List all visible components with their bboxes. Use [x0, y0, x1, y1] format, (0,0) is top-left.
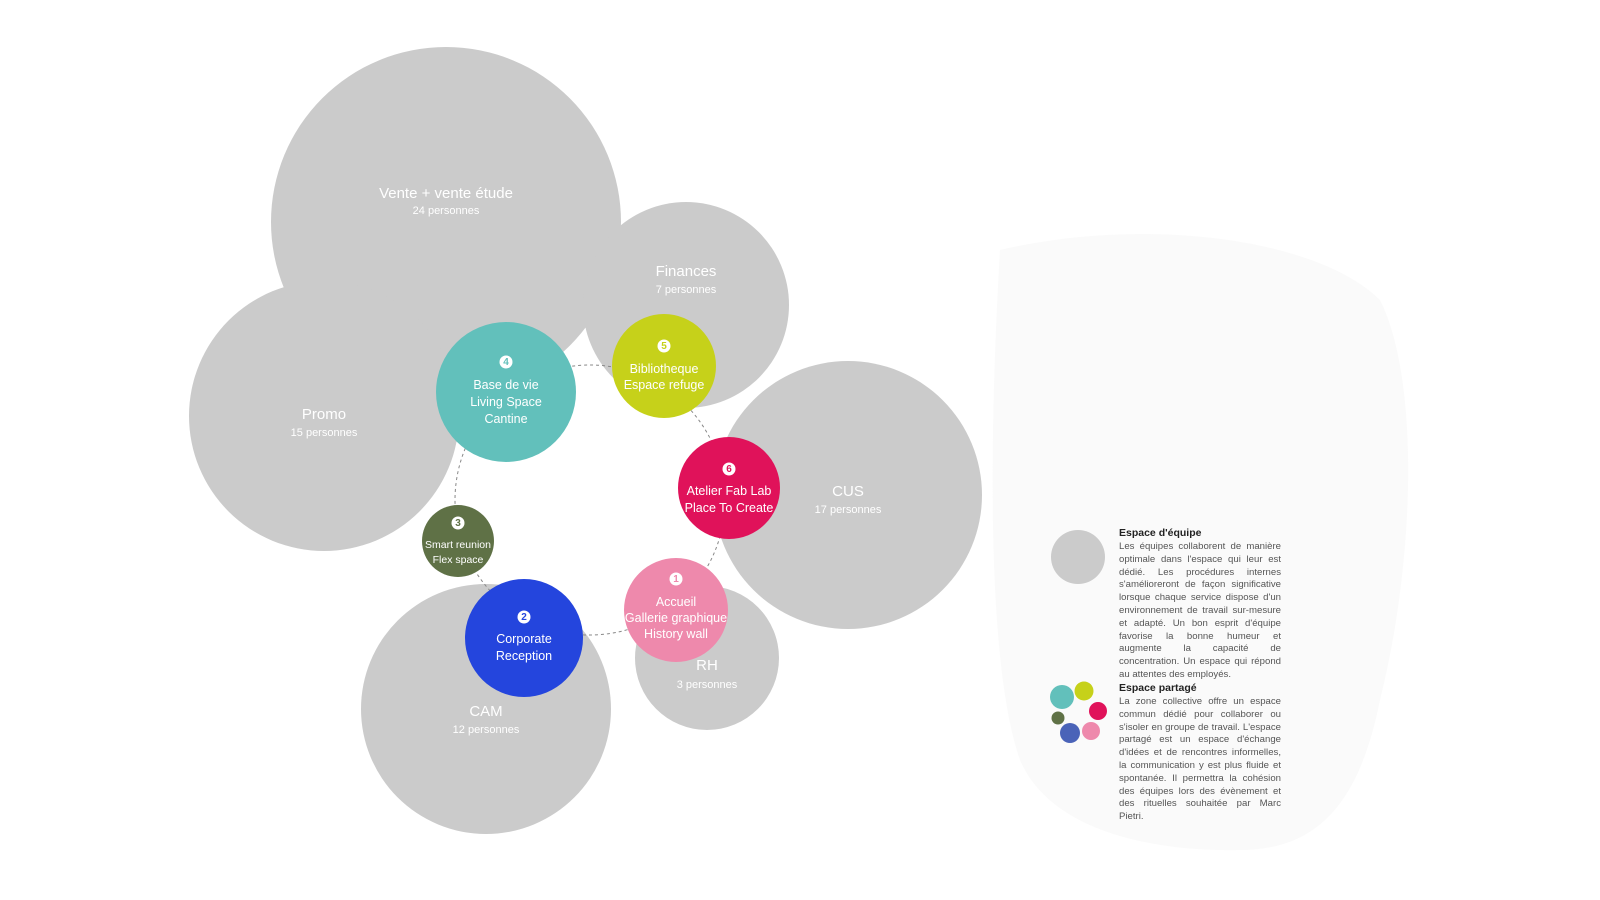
team-name-finances: Finances: [656, 263, 717, 280]
colored-dots-icon: [1050, 681, 1107, 743]
number-badge-bg: [669, 572, 683, 586]
number-badge-bg: [451, 516, 465, 530]
shared-circle-accueil: [624, 558, 728, 662]
team-count-cus: 17 personnes: [815, 504, 882, 516]
shared-label-accueil-3: History wall: [644, 627, 708, 641]
shared-label-accueil-1: Accueil: [656, 595, 696, 609]
shared-circle-bibliotheque: [612, 314, 716, 418]
shared-label-bibliotheque-1: Bibliotheque: [630, 362, 699, 376]
number-badge-bg: [517, 610, 531, 624]
legend-team-title: Espace d'équipe: [1119, 527, 1202, 539]
shared-label-atelier-2: Place To Create: [685, 501, 774, 515]
shared-label-base_de_vie-1: Base de vie: [473, 378, 538, 392]
number-badge-atelier: 6: [722, 462, 736, 476]
number-badge-text: 2: [521, 612, 527, 623]
number-badge-bg: [499, 355, 513, 369]
team-name-vente: Vente + vente étude: [379, 185, 513, 202]
team-name-promo: Promo: [302, 406, 346, 423]
team-circle-promo: [189, 281, 459, 551]
shared-label-corporate-1: Corporate: [496, 632, 552, 646]
shared-circle-atelier: [678, 437, 780, 539]
shared-label-base_de_vie-2: Living Space: [470, 395, 542, 409]
dot-smart: [1051, 711, 1065, 725]
legend-shared: Espace partagé La zone collective offre …: [1119, 682, 1281, 824]
shared-circle-base_de_vie: [436, 322, 576, 462]
number-badge-text: 6: [726, 464, 732, 475]
number-badge-base_de_vie: 4: [499, 355, 513, 369]
dot-atelier: [1089, 702, 1107, 720]
number-badge-text: 3: [455, 518, 461, 529]
team-count-rh: 3 personnes: [677, 679, 738, 691]
legend-shared-title: Espace partagé: [1119, 682, 1197, 694]
shared-label-bibliotheque-2: Espace refuge: [624, 378, 705, 392]
legend-team: Espace d'équipe Les équipes collaborent …: [1119, 527, 1281, 682]
number-badge-bg: [657, 339, 671, 353]
shared-label-smart-1: Smart reunion: [425, 539, 491, 551]
legend-shared-text: La zone collective offre un espace commu…: [1119, 696, 1281, 823]
shared-label-base_de_vie-3: Cantine: [484, 412, 527, 426]
team-name-cus: CUS: [832, 483, 864, 500]
shared-label-atelier-1: Atelier Fab Lab: [687, 484, 772, 498]
shared-circle-corporate: [465, 579, 583, 697]
shared-label-corporate-2: Reception: [496, 649, 552, 663]
number-badge-text: 5: [661, 341, 667, 352]
dot-bibliotheque: [1074, 681, 1094, 701]
shared-label-smart-2: Flex space: [433, 554, 484, 566]
number-badge-bibliotheque: 5: [657, 339, 671, 353]
number-badge-smart: 3: [451, 516, 465, 530]
shared-label-accueil-2: Gallerie graphique: [625, 611, 727, 625]
team-count-finances: 7 personnes: [656, 284, 717, 296]
team-count-vente: 24 personnes: [413, 205, 480, 217]
team-circle-cus: [714, 361, 982, 629]
team-name-rh: RH: [696, 657, 718, 674]
team-count-promo: 15 personnes: [291, 427, 358, 439]
dot-base-de-vie: [1050, 685, 1074, 709]
number-badge-bg: [722, 462, 736, 476]
dot-corporate: [1060, 723, 1080, 743]
team-name-cam: CAM: [469, 703, 502, 720]
dot-accueil: [1082, 722, 1100, 740]
number-badge-text: 4: [503, 357, 509, 368]
legend-team-text: Les équipes collaborent de manière optim…: [1119, 541, 1281, 680]
team-count-cam: 12 personnes: [453, 724, 520, 736]
legend-background-wash: [992, 234, 1409, 851]
number-badge-text: 1: [673, 574, 679, 585]
grey-circle-icon: [1051, 530, 1105, 584]
team-space-cus: CUS 17 personnes: [714, 361, 982, 629]
team-space-promo: Promo 15 personnes: [189, 281, 459, 551]
number-badge-accueil: 1: [669, 572, 683, 586]
number-badge-corporate: 2: [517, 610, 531, 624]
shared-circle-smart: [422, 505, 494, 577]
legend-icons: [1050, 530, 1107, 743]
